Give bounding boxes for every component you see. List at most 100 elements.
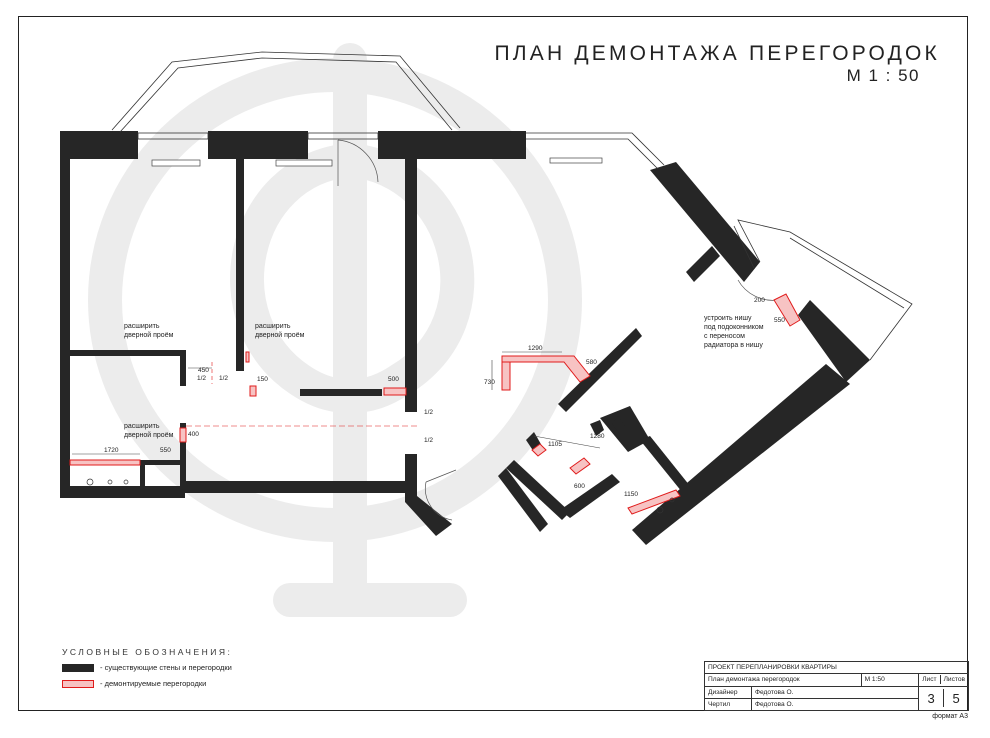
dimension-text: 1/2 bbox=[424, 409, 433, 416]
stamp-designer-role: Дизайнер bbox=[704, 685, 752, 699]
dimension-text: 550 bbox=[160, 447, 171, 454]
wall-segment bbox=[686, 246, 720, 282]
stamp-drafter-name: Федотова О. bbox=[750, 697, 920, 712]
demolished-partition bbox=[245, 351, 250, 363]
drawing-scale: М 1 : 50 bbox=[846, 66, 920, 85]
annotation-niche: устроить нишу bbox=[704, 315, 752, 322]
wall-segment bbox=[180, 423, 186, 493]
legend-title: УСЛОВНЫЕ ОБОЗНАЧЕНИЯ: bbox=[62, 647, 233, 657]
drawing-title: ПЛАН ДЕМОНТАЖА ПЕРЕГОРОДОК bbox=[494, 42, 940, 65]
doors bbox=[337, 139, 779, 521]
dimension-text: 400 bbox=[188, 431, 199, 438]
legend-swatch-existing bbox=[62, 663, 94, 672]
demolished-partition bbox=[69, 459, 141, 466]
radiators bbox=[151, 157, 603, 167]
annotation-widen-door: дверной проём bbox=[124, 431, 174, 439]
wall-segment bbox=[632, 364, 850, 545]
demolished-partitions bbox=[69, 293, 801, 515]
annotation-widen-door: дверной проём bbox=[255, 331, 305, 339]
stamp-drafter-role: Чертил bbox=[704, 697, 752, 712]
stamp-sheet: 3 bbox=[919, 689, 945, 708]
stamp-project: ПРОЕКТ ПЕРЕПЛАНИРОВКИ КВАРТИРЫ bbox=[704, 660, 969, 675]
wall-segment bbox=[236, 159, 244, 371]
legend-label-demolished: - демонтируемые перегородки bbox=[100, 679, 207, 688]
stamp-sheet-title: План демонтажа перегородок bbox=[704, 673, 862, 687]
dimension-text: 1280 bbox=[590, 433, 605, 440]
stamp-sheet-label: Лист bbox=[919, 675, 941, 685]
annotation-widen-door: дверной проём bbox=[124, 331, 174, 339]
stamp-sheets-label: Листов bbox=[943, 676, 965, 684]
wall-segment bbox=[498, 468, 548, 532]
demolished-partition bbox=[383, 387, 407, 396]
windows bbox=[111, 51, 913, 361]
annotation-niche: с переносом bbox=[704, 333, 745, 340]
paper-format: формат А3 bbox=[932, 713, 968, 720]
annotation-widen-door: расширить bbox=[124, 423, 160, 430]
dimension-text: 150 bbox=[257, 376, 268, 383]
annotation-niche: радиатора в нишу bbox=[704, 342, 763, 349]
wall-segment bbox=[300, 389, 382, 396]
stamp-designer-name: Федотова О. bbox=[750, 685, 920, 699]
wall-segment bbox=[405, 454, 417, 502]
dimension-lines bbox=[72, 351, 601, 455]
dimension-texts: 450 1/2 1/2 150 500 1/2 1/2 400 1720 550… bbox=[104, 297, 785, 498]
dimension-text: 600 bbox=[574, 483, 585, 490]
wall-segment bbox=[140, 460, 182, 465]
legend-swatch-demolished bbox=[62, 679, 94, 688]
wall-segment bbox=[640, 436, 690, 492]
annotation-widen-door: расширить bbox=[124, 323, 160, 330]
demolished-partition bbox=[569, 457, 591, 475]
dimension-text: 200 bbox=[754, 297, 765, 304]
dimension-text: 500 bbox=[388, 376, 399, 383]
dimension-text: 1150 bbox=[624, 491, 638, 498]
wall-segment bbox=[405, 159, 417, 412]
demolished-partition bbox=[531, 443, 547, 457]
fixtures bbox=[86, 478, 675, 514]
wall-segment bbox=[180, 350, 186, 386]
wall-segment bbox=[140, 460, 145, 490]
dimension-text: 1/2 bbox=[197, 375, 206, 382]
stamp-sheets: 5 bbox=[952, 690, 960, 706]
demolished-partition bbox=[501, 355, 591, 391]
dimension-text: 580 bbox=[586, 359, 597, 366]
plan-annotations: расширить дверной проём расширить дверно… bbox=[124, 315, 764, 439]
wall-segment bbox=[378, 131, 526, 159]
wall-segment bbox=[185, 481, 415, 493]
wall-segment bbox=[650, 162, 760, 282]
dimension-text: 1/2 bbox=[219, 375, 228, 382]
wall-segment bbox=[612, 416, 626, 434]
legend-label-existing: - существующие стены и перегородки bbox=[100, 663, 232, 672]
sheet-frame bbox=[18, 16, 968, 711]
demolished-partition bbox=[627, 489, 681, 515]
demolished-partition bbox=[249, 385, 257, 397]
stamp-scale: М 1:50 bbox=[860, 673, 920, 687]
dimension-text: 1290 bbox=[528, 345, 543, 352]
wall-segment bbox=[590, 420, 604, 436]
legend-demolished: - демонтируемые перегородки bbox=[62, 679, 206, 688]
wall-segment bbox=[405, 496, 452, 536]
annotation-niche: под подоконником bbox=[704, 324, 764, 331]
wall-segment bbox=[560, 474, 620, 518]
title-block: ПРОЕКТ ПЕРЕПЛАНИРОВКИ КВАРТИРЫ План демо… bbox=[704, 660, 969, 712]
wall-segment bbox=[506, 460, 570, 520]
existing-walls bbox=[60, 131, 870, 545]
wall-segment bbox=[558, 328, 642, 412]
dimension-text: 1105 bbox=[548, 441, 562, 448]
demolished-partition bbox=[179, 427, 187, 443]
dimension-text: 450 bbox=[198, 367, 209, 374]
demolished-partition bbox=[773, 293, 801, 327]
dimension-text: 1/2 bbox=[424, 437, 433, 444]
dimension-text: 730 bbox=[484, 379, 495, 386]
wall-segment bbox=[208, 131, 308, 159]
annotation-widen-door: расширить bbox=[255, 323, 291, 330]
wall-segment bbox=[60, 131, 138, 159]
wall-segment bbox=[60, 486, 185, 498]
legend-existing: - существующие стены и перегородки bbox=[62, 663, 232, 672]
wall-segment bbox=[70, 350, 180, 356]
wall-segment bbox=[798, 300, 870, 382]
wall-segment bbox=[60, 131, 70, 498]
dimension-text: 1720 bbox=[104, 447, 119, 454]
dimension-text: 550 bbox=[774, 317, 785, 324]
